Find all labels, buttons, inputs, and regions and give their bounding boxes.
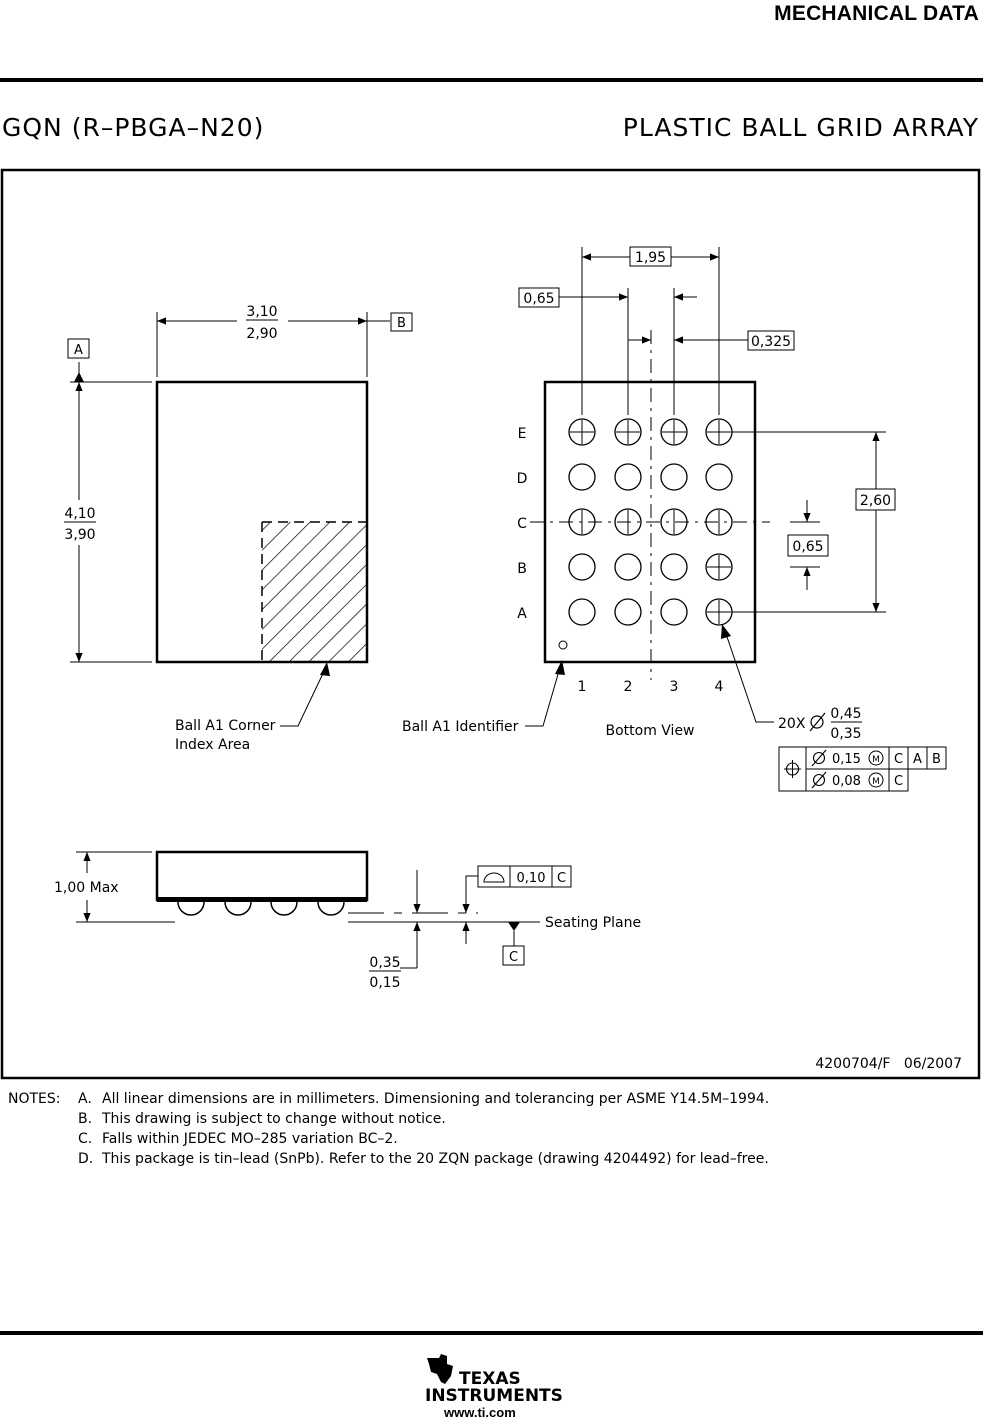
ball-dia-min: 0,35: [830, 726, 861, 742]
note-text: All linear dimensions are in millimeters…: [102, 1091, 770, 1107]
ball-row-d: [568, 463, 733, 491]
col-label-4: 4: [715, 679, 724, 695]
dim-0-65-top: 0,65: [523, 291, 554, 307]
note-item: D. This package is tin–lead (SnPb). Refe…: [8, 1149, 769, 1169]
texas-state-icon: [427, 1354, 453, 1384]
height-label: 1,00 Max: [54, 880, 119, 896]
brand-line-2: INSTRUMENTS: [425, 1386, 563, 1404]
mmc-icon: [868, 772, 884, 788]
package-code: GQN (R–PBGA–N20): [2, 113, 265, 142]
dim-2-60: 2,60: [860, 493, 891, 509]
col-label-2: 2: [624, 679, 633, 695]
datum-c: C: [509, 950, 518, 965]
col-label-3: 3: [670, 679, 679, 695]
brand-line-1: TEXAS: [459, 1369, 521, 1389]
top-view: 3,10 2,90 B A 4,10 3,90 Ball A1 Corner I…: [64, 304, 413, 753]
package-type: PLASTIC BALL GRID ARRAY: [622, 113, 979, 142]
bottom-view-label: Bottom View: [605, 723, 694, 739]
drawing-id: 4200704/F 06/2007: [815, 1056, 962, 1072]
page-title: MECHANICAL DATA: [774, 2, 979, 25]
dim-1-95: 1,95: [635, 250, 666, 266]
identifier-label: Ball A1 Identifier: [402, 719, 519, 735]
notes-section: NOTES: A. All linear dimensions are in m…: [8, 1089, 769, 1169]
corner-label-1: Ball A1 Corner: [175, 718, 276, 734]
corner-index-area: [262, 522, 367, 662]
ball-row-c: [568, 508, 733, 536]
fcf1-d2: A: [913, 752, 922, 767]
note-letter: A.: [78, 1091, 92, 1107]
note-letter: D.: [78, 1151, 94, 1167]
diameter-icon: [812, 773, 826, 787]
mmc-icon: [868, 750, 884, 766]
corner-label-2: Index Area: [175, 737, 250, 753]
fcf2-mod: M: [872, 777, 880, 787]
height-min: 3,90: [64, 527, 95, 543]
height-max: 4,10: [64, 506, 95, 522]
coplanarity-datum: C: [557, 871, 566, 886]
col-label-1: 1: [578, 679, 587, 695]
note-text: This package is tin–lead (SnPb). Refer t…: [102, 1151, 769, 1167]
package-body-side: [155, 850, 369, 902]
seating-plane-label: Seating Plane: [545, 915, 641, 931]
row-label-d: D: [517, 471, 528, 487]
drawing-frame: [0, 168, 981, 1080]
bottom-view: E D C B A 1 2 3 4 1,95 0,65 0,325 2,60: [402, 246, 947, 792]
width-max: 3,10: [246, 304, 277, 320]
fcf1-mod: M: [872, 755, 880, 765]
note-item: B. This drawing is subject to change wit…: [8, 1109, 769, 1129]
width-min: 2,90: [246, 326, 277, 342]
note-text: Falls within JEDEC MO–285 variation BC–2…: [102, 1131, 398, 1147]
svg-text:ti: ti: [435, 1365, 442, 1374]
side-view: 1,00 Max C Seating Plane 0,10 C 0,35 0,1…: [54, 850, 641, 991]
note-item: NOTES: A. All linear dimensions are in m…: [8, 1089, 769, 1109]
ball-row-b: [568, 553, 733, 581]
standoff-max: 0,35: [369, 955, 400, 971]
row-label-c: C: [517, 516, 527, 532]
ti-url[interactable]: www.ti.com: [444, 1405, 516, 1420]
footer-rule: [0, 1331, 983, 1335]
datum-a: A: [74, 343, 83, 358]
ball-a1-identifier: [558, 640, 568, 650]
fcf1-tol: 0,15: [832, 752, 861, 767]
mechanical-drawing: 3,10 2,90 B A 4,10 3,90 Ball A1 Corner I…: [0, 168, 981, 1080]
note-letter: B.: [78, 1111, 93, 1127]
row-label-b: B: [517, 561, 527, 577]
row-label-a: A: [517, 606, 527, 622]
ball-dia-max: 0,45: [830, 706, 861, 722]
fcf1-d1: C: [894, 752, 903, 767]
ti-logo: ti TEXAS INSTRUMENTS: [425, 1354, 563, 1404]
fcf2-tol: 0,08: [832, 774, 861, 789]
coplanarity: 0,10: [517, 871, 546, 886]
diameter-icon: [809, 712, 826, 732]
ball-count: 20X: [778, 716, 806, 732]
profile-icon: [483, 872, 505, 883]
row-label-e: E: [518, 426, 527, 442]
standoff-min: 0,15: [369, 975, 400, 991]
header-rule: [0, 78, 983, 82]
feature-control-frame: 0,15 M C A B 0,08 M C: [778, 746, 947, 792]
note-text: This drawing is subject to change withou…: [102, 1111, 446, 1127]
fcf1-d3: B: [932, 752, 941, 767]
fcf2-d1: C: [894, 774, 903, 789]
notes-heading: NOTES:: [8, 1091, 61, 1107]
note-item: C. Falls within JEDEC MO–285 variation B…: [8, 1129, 769, 1149]
note-letter: C.: [78, 1131, 93, 1147]
dim-0-325: 0,325: [751, 334, 791, 350]
position-icon: [784, 760, 801, 778]
dim-0-65-right: 0,65: [792, 539, 823, 555]
ball-row-a: [568, 598, 733, 626]
datum-b: B: [397, 316, 406, 331]
diameter-icon: [812, 751, 826, 765]
